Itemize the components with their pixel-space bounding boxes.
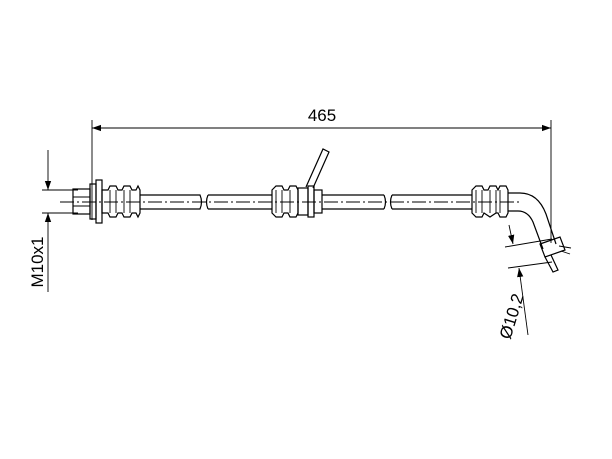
middle-collar-right [313,189,323,214]
tube-end [544,254,559,273]
left-crimp-sleeve [101,184,141,219]
middle-bracket-plate [307,185,315,218]
left-fitting [72,179,141,224]
diameter-extension-top [504,238,553,248]
left-flange [89,183,97,220]
middle-fitting [271,148,330,218]
length-label: 465 [308,106,336,125]
middle-collar [297,187,309,216]
thread-dimension: M10x1 [28,150,78,292]
bent-tube-inner [508,210,544,250]
tube-nut [539,236,566,258]
diameter-arrow-bottom [517,267,529,336]
bent-tube-outer [508,192,557,245]
diameter-extension-bottom [507,261,553,269]
thread-label: M10x1 [28,236,47,287]
right-fitting [471,185,572,273]
diameter-label: Ø10,2 [496,291,528,341]
length-dimension: 465 [91,106,552,243]
right-crimp-sleeve [471,185,509,218]
diameter-arrow-top [508,224,515,245]
bracket-tab [305,148,330,189]
left-hex [95,179,103,224]
left-nut [72,188,91,215]
